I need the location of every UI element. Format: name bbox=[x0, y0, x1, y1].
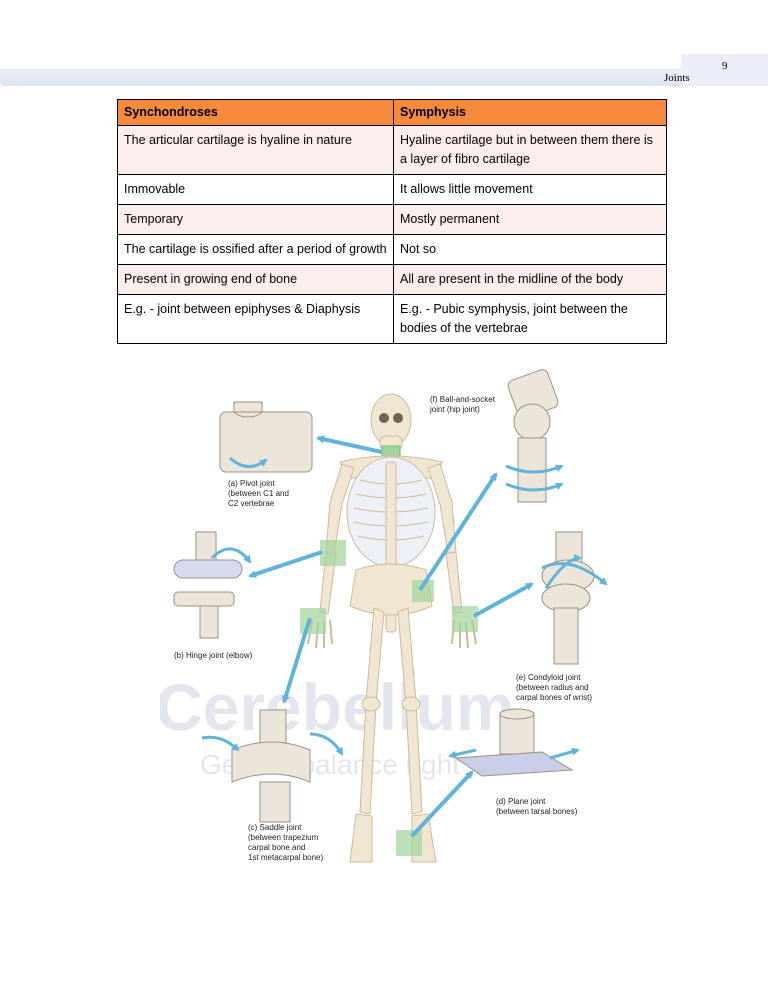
saddle-joint-label: (c) Saddle joint (between trapezium carp… bbox=[248, 823, 323, 862]
saddle-joint-model bbox=[231, 709, 311, 823]
hinge-joint-model bbox=[173, 531, 243, 639]
ball-socket-joint-label: (f) Ball-and-socket joint (hip joint) bbox=[429, 395, 497, 414]
elbow-highlight bbox=[320, 540, 346, 566]
thumb-highlight bbox=[300, 608, 326, 634]
condyloid-joint-label: (e) Condyloid joint (between radius and … bbox=[516, 673, 592, 702]
table-row: Immovable It allows little movement bbox=[117, 174, 667, 205]
joint-types-figure: Cerebellum Get the balance right bbox=[155, 362, 630, 892]
table-row: Present in growing end of bone All are p… bbox=[117, 264, 667, 295]
chapter-title: Joints bbox=[664, 72, 690, 84]
table-cell: E.g. - Pubic symphysis, joint between th… bbox=[393, 294, 667, 344]
header-bar bbox=[0, 69, 706, 86]
plane-joint-label: (d) Plane joint (between tarsal bones) bbox=[496, 797, 578, 816]
table-cell: E.g. - joint between epiphyses & Diaphys… bbox=[117, 294, 394, 344]
ball-socket-joint-model bbox=[507, 369, 559, 503]
plane-joint-model bbox=[454, 708, 574, 777]
table-cell: Hyaline cartilage but in between them th… bbox=[393, 125, 667, 175]
table-cell: All are present in the midline of the bo… bbox=[393, 264, 667, 295]
table-row: Temporary Mostly permanent bbox=[117, 204, 667, 235]
pointer-arrows bbox=[248, 435, 534, 838]
table-row: The cartilage is ossified after a period… bbox=[117, 234, 667, 265]
hinge-joint-label: (b) Hinge joint (elbow) bbox=[174, 651, 253, 660]
condyloid-joint-model bbox=[541, 531, 595, 665]
table-row: The articular cartilage is hyaline in na… bbox=[117, 125, 667, 175]
skeleton bbox=[307, 393, 477, 863]
hip-highlight bbox=[412, 580, 434, 602]
comparison-table: Synchondroses Symphysis The articular ca… bbox=[117, 99, 667, 344]
table-cell: Immovable bbox=[117, 174, 394, 205]
page-number: 9 bbox=[722, 60, 728, 72]
watermark-brand: Cerebellum bbox=[160, 670, 514, 744]
pivot-joint-label: (a) Pivot joint (between C1 and C2 verte… bbox=[228, 479, 291, 508]
column-header-synchondroses: Synchondroses bbox=[117, 99, 394, 126]
table-row: E.g. - joint between epiphyses & Diaphys… bbox=[117, 294, 667, 344]
tarsal-highlight bbox=[396, 830, 422, 856]
table-cell: Not so bbox=[393, 234, 667, 265]
table-cell: Mostly permanent bbox=[393, 204, 667, 235]
table-cell: It allows little movement bbox=[393, 174, 667, 205]
wrist-highlight bbox=[452, 606, 478, 632]
motion-arrows bbox=[201, 456, 608, 760]
table-cell: The cartilage is ossified after a period… bbox=[117, 234, 394, 265]
table-cell: Temporary bbox=[117, 204, 394, 235]
pivot-joint-model bbox=[219, 401, 313, 473]
header-tab bbox=[681, 54, 768, 86]
table-cell: Present in growing end of bone bbox=[117, 264, 394, 295]
table-cell: The articular cartilage is hyaline in na… bbox=[117, 125, 394, 175]
skeleton-joints-illustration: Cerebellum Get the balance right bbox=[155, 369, 608, 863]
column-header-symphysis: Symphysis bbox=[393, 99, 667, 126]
table-header-row: Synchondroses Symphysis bbox=[117, 99, 667, 126]
